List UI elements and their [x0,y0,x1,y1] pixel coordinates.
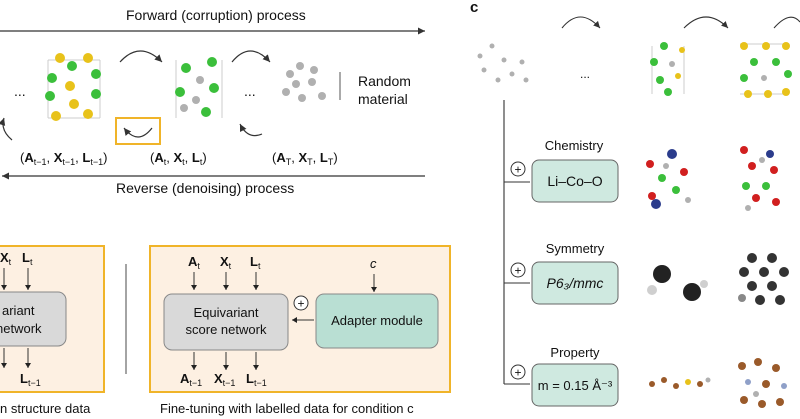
random-material-points [282,62,326,102]
finetune-input-A: At [188,254,200,271]
reverse-step-arrow-highlight [123,127,153,138]
reverse-step-arrow-left [0,117,13,141]
panel-c-arrow-3 [773,16,800,29]
pretrain-network-line2: network [0,321,42,336]
generated-structure-symmetry-2 [738,253,789,305]
pretraining-panel [0,245,105,393]
crystal-structure-2 [175,57,223,118]
panel-c-label: c [470,0,478,16]
panel-c-arrow-1 [561,16,601,29]
plus-icon-symmetry [510,262,526,278]
generated-structure-property-1 [649,377,711,389]
forward-step-arrow-1 [119,50,163,63]
finetune-output-A: At−1 [180,371,202,388]
plus-node [293,295,309,311]
crystal-structure-1 [45,53,101,121]
pretrain-score-network [0,291,67,347]
finetune-inputs: At Xt Lt [188,254,261,271]
pretrain-input-L: Lt [22,250,33,267]
network-label-line1: Equivariant [193,305,258,320]
condition-title-chemistry: Chemistry [545,138,604,153]
random-material-line1: Random [358,73,411,89]
plus-chemistry-label: + [514,163,521,177]
forward-step-arrow-2 [231,50,271,63]
state-label-final: (AT, XT, LT) [272,150,338,167]
finetune-output-X: Xt−1 [214,371,235,388]
state-label-prev: (At−1, Xt−1, Lt−1) [20,150,107,167]
state-label-current: (At, Xt, Lt) [150,150,207,167]
plus-icon-chemistry [510,161,526,177]
finetune-input-X: Xt [220,254,232,271]
plus-symmetry-label: + [514,264,521,278]
condition-box-symmetry [531,261,619,305]
finetune-caption: Fine-tuning with labelled data for condi… [160,401,414,416]
finetune-outputs: At−1 Xt−1 Lt−1 [180,371,267,388]
ellipsis-left: ... [14,83,26,99]
condition-c-label: c [370,256,377,271]
plus-node-label: + [297,297,304,311]
equivariant-score-network [163,293,289,351]
ellipsis-middle: ... [244,83,256,99]
condition-value-chemistry: Li–Co–O [547,173,602,189]
panel-c-arrow-2 [683,16,729,29]
condition-value-property: m = 0.15 Å⁻³ [538,378,613,393]
panel-c-random-start [477,43,529,83]
generated-structure-symmetry-1 [647,265,708,301]
generated-structure-property-2 [738,358,787,408]
random-material-line2: material [358,91,408,107]
adapter-module-label: Adapter module [331,313,423,328]
generated-structure-chemistry-2 [740,146,780,211]
highlighted-step-box [115,117,161,145]
finetune-input-L: Lt [250,254,261,271]
pretrain-network-line1: ariant [2,303,35,318]
condition-box-property [531,363,619,407]
condition-title-property: Property [550,345,600,360]
panel-c-intermediate-crystal [650,42,685,96]
condition-value-symmetry: P6₃/mmc [547,275,604,291]
finetune-output-L: Lt−1 [246,371,267,388]
forward-process-label: Forward (corruption) process [126,7,306,23]
network-label-line2: score network [186,322,267,337]
pretrain-input-X: Xt [0,250,12,267]
condition-box-chemistry [531,159,619,203]
reverse-step-arrow-right [239,123,263,137]
condition-title-symmetry: Symmetry [546,241,605,256]
plus-icon-property [510,364,526,380]
adapter-module [315,293,439,349]
generated-structure-chemistry-1 [646,149,691,209]
pretrain-caption: n structure data [0,401,91,416]
reverse-process-label: Reverse (denoising) process [116,180,294,196]
panel-c-final-crystal [740,42,792,98]
panel-c-ellipsis: ... [580,67,590,81]
plus-property-label: + [514,366,521,380]
